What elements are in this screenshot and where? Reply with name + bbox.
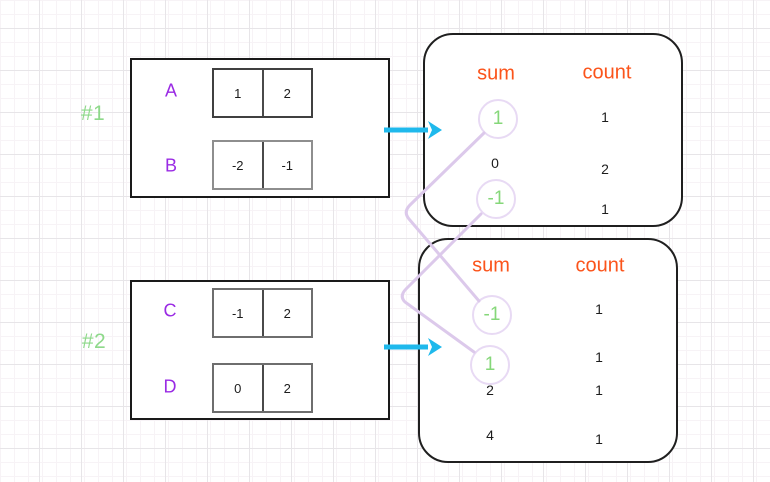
sum-value: 2 bbox=[486, 382, 494, 398]
cell-divider bbox=[261, 365, 264, 411]
array-name: B bbox=[164, 155, 178, 176]
sum-header-2: sum bbox=[472, 254, 510, 277]
sum-circle: 1 bbox=[470, 345, 510, 385]
group-label-2: #2 bbox=[81, 330, 107, 353]
sum-circle: -1 bbox=[476, 179, 516, 219]
array-cell: -1 bbox=[281, 157, 294, 173]
array-cell: -1 bbox=[231, 305, 244, 321]
count-header-2: count bbox=[575, 254, 625, 277]
array-cell: -2 bbox=[231, 157, 244, 173]
sum-value: 4 bbox=[486, 427, 494, 443]
sum-value: -1 bbox=[483, 304, 501, 325]
sum-header-1: sum bbox=[477, 62, 515, 85]
count-value: 1 bbox=[595, 349, 603, 365]
sum-circle: 1 bbox=[478, 99, 518, 139]
count-value: 1 bbox=[601, 201, 609, 217]
cell-divider bbox=[261, 290, 264, 336]
array-cell: 2 bbox=[283, 305, 291, 321]
count-value: 1 bbox=[595, 301, 603, 317]
array-cell: 1 bbox=[234, 85, 242, 101]
sum-value: 1 bbox=[492, 108, 504, 129]
array-cell: 2 bbox=[283, 85, 291, 101]
sum-value: 1 bbox=[484, 354, 496, 375]
count-value: 1 bbox=[601, 109, 609, 125]
array-cells: -1 2 bbox=[212, 288, 313, 338]
sum-value: 0 bbox=[491, 155, 499, 171]
array-cell: 0 bbox=[234, 380, 242, 396]
sum-value: -1 bbox=[487, 188, 505, 209]
count-value: 2 bbox=[601, 161, 609, 177]
array-name: A bbox=[164, 80, 178, 101]
group2-result-box bbox=[418, 238, 678, 463]
group1-result-box bbox=[423, 33, 683, 227]
array-cell: 2 bbox=[283, 380, 291, 396]
group-label-1: #1 bbox=[80, 102, 106, 125]
sum-circle: -1 bbox=[472, 295, 512, 335]
count-value: 1 bbox=[595, 431, 603, 447]
cell-divider bbox=[261, 70, 264, 116]
array-name: C bbox=[163, 300, 177, 321]
count-header-1: count bbox=[582, 61, 632, 84]
array-cells: -2 -1 bbox=[212, 140, 313, 190]
array-name: D bbox=[163, 376, 177, 397]
cell-divider bbox=[261, 142, 264, 188]
count-value: 1 bbox=[595, 382, 603, 398]
